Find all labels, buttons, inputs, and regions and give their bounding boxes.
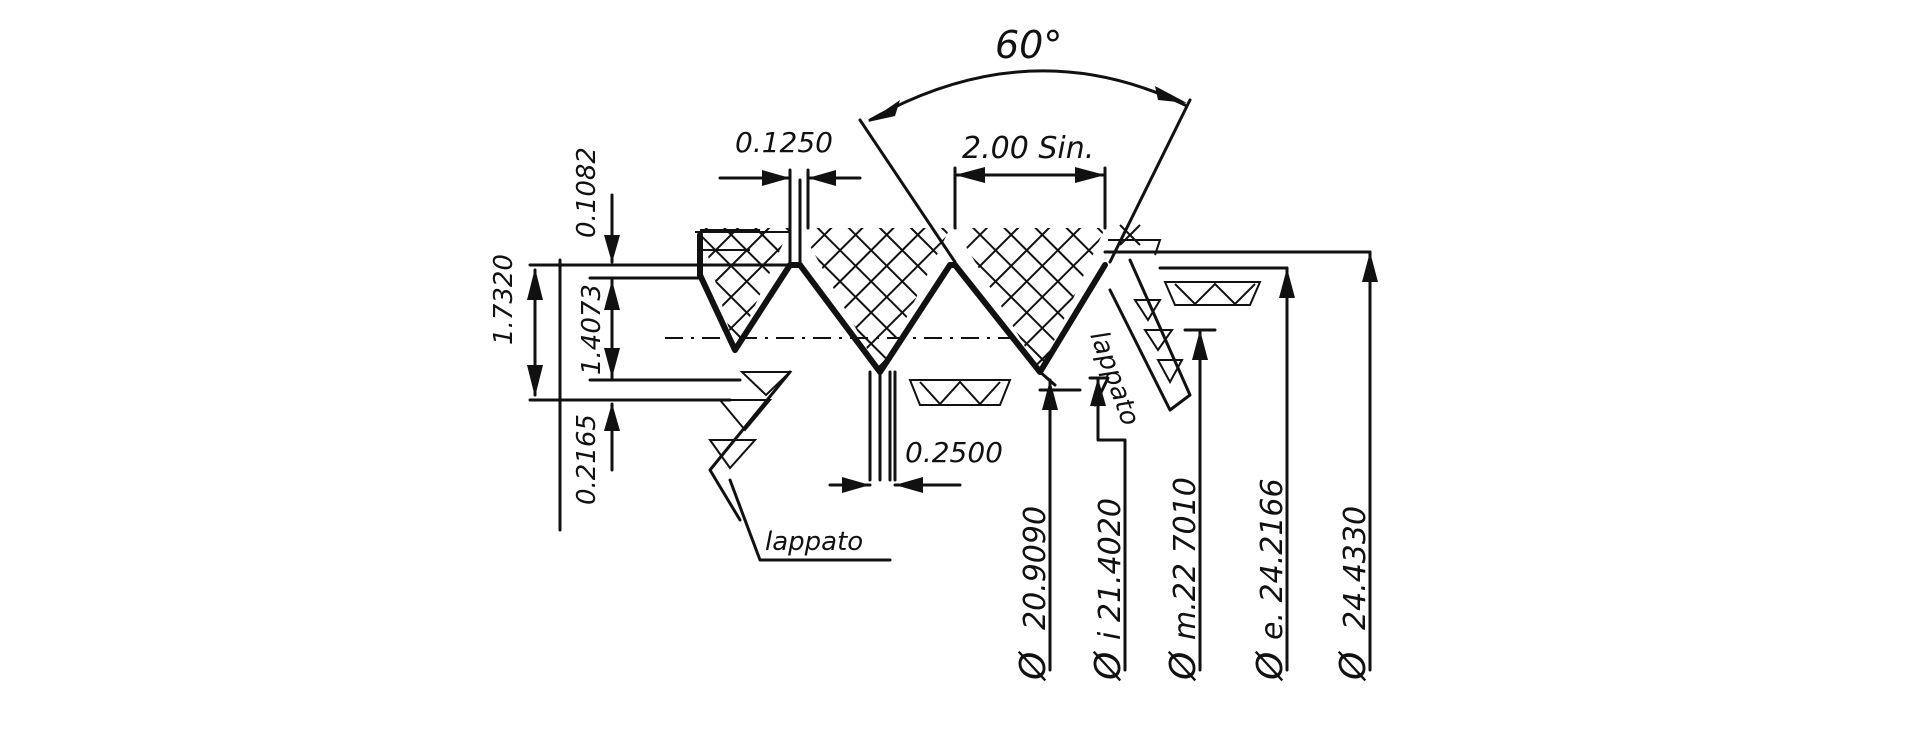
angle-label: 60° (995, 23, 1062, 67)
svg-text:Ø: Ø (1088, 650, 1129, 682)
svg-text:20.9090: 20.9090 (1018, 506, 1053, 630)
dim-bottom-label: 0.2165 (572, 414, 602, 505)
svg-text:Ø: Ø (1250, 650, 1291, 682)
diameter-label-2: Ø i 21.4020 (1088, 498, 1129, 682)
internal-thread-triangles (700, 229, 1262, 522)
diameter-label-4: Ø e. 24.2166 (1250, 478, 1291, 682)
pitch-label: 2.00 Sin. (962, 131, 1094, 166)
svg-text:i 21.4020: i 21.4020 (1093, 498, 1128, 640)
svg-text:e. 24.2166: e. 24.2166 (1255, 478, 1290, 640)
diameter-labels: Ø 20.9090 Ø i 21.4020 Ø m.22 7010 Ø e. 2… (1013, 477, 1374, 682)
diameter-leaders (1038, 250, 1378, 672)
svg-text:Ø: Ø (1013, 650, 1054, 682)
crest-flat-dimension: 0.1250 (718, 126, 862, 230)
crest-flat-label: 0.1250 (735, 126, 833, 159)
svg-text:Ø: Ø (1163, 650, 1204, 682)
diameter-label-3: Ø m.22 7010 (1163, 477, 1204, 682)
dim-top-label: 0.1082 (572, 147, 602, 238)
crest-marks (695, 224, 1162, 256)
height-dimensions: 1.7320 1.4073 0.1082 0.2165 (489, 147, 792, 532)
dim-total-label: 1.7320 (489, 254, 519, 345)
svg-text:m.22 7010: m.22 7010 (1168, 477, 1203, 640)
svg-text:Ø: Ø (1333, 650, 1374, 682)
angle-dimension: 60° (858, 23, 1192, 264)
diameter-label-1: Ø 20.9090 (1013, 506, 1054, 682)
root-flat-label: 0.2500 (905, 436, 1003, 469)
note-left: lappato (765, 527, 863, 557)
pitch-dimension: 2.00 Sin. (953, 131, 1107, 230)
external-thread-hatching (700, 228, 1105, 372)
diameter-label-5: Ø 24.4330 (1333, 506, 1374, 682)
svg-text:24.4330: 24.4330 (1338, 506, 1373, 630)
root-flat-dimension: 0.2500 (828, 370, 1003, 493)
dim-engage-label: 1.4073 (577, 284, 607, 375)
